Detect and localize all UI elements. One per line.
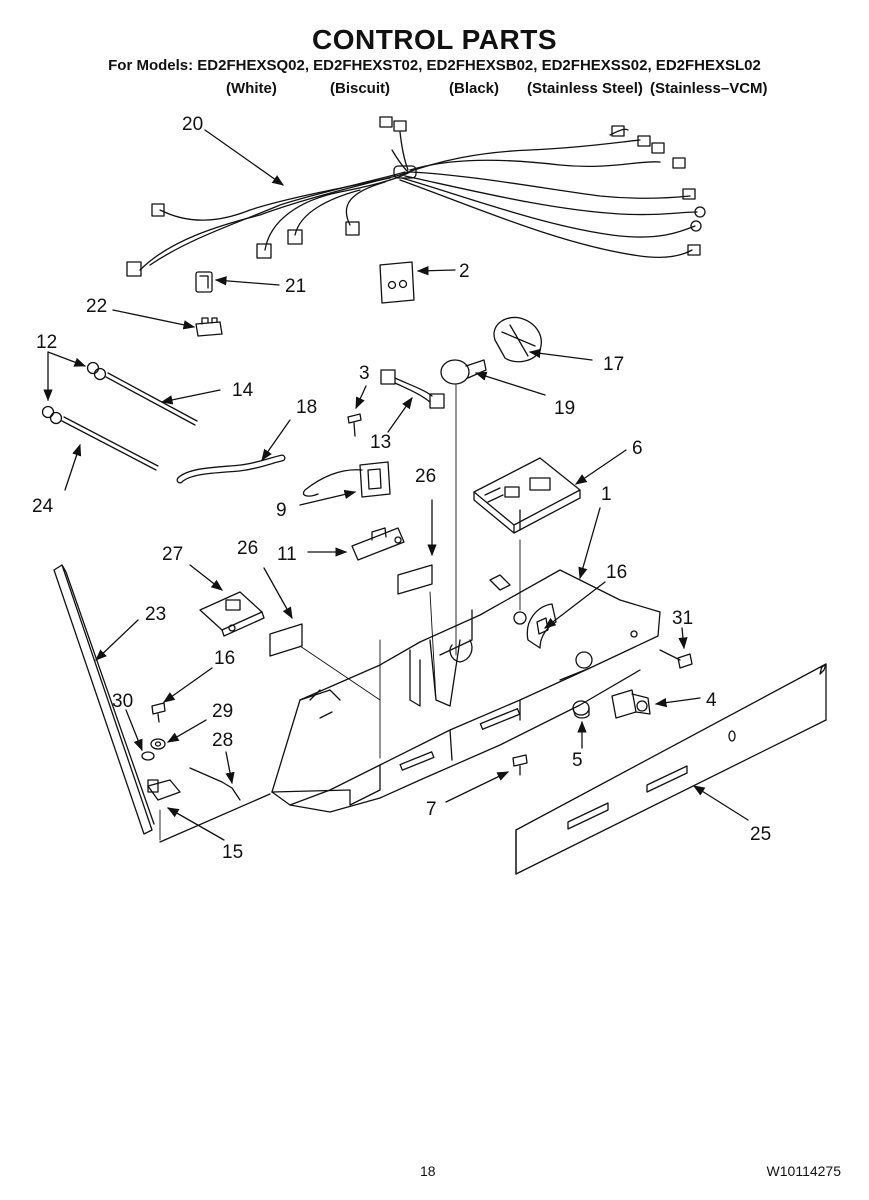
callout-31: 31 bbox=[672, 608, 693, 629]
callout-7: 7 bbox=[426, 799, 437, 820]
finish-black: (Black) bbox=[449, 80, 500, 97]
finish-list: (White) (Biscuit) (Black) (Stainless Ste… bbox=[0, 80, 869, 98]
page-title: CONTROL PARTS bbox=[311, 24, 558, 55]
finish-white: (White) bbox=[226, 80, 277, 97]
callout-13: 13 bbox=[370, 432, 391, 453]
model-list: For Models: ED2FHEXSQ02, ED2FHEXST02, ED… bbox=[108, 57, 761, 74]
page-number: 18 bbox=[420, 1163, 436, 1179]
callout-19: 19 bbox=[554, 398, 575, 419]
callout-28: 28 bbox=[212, 730, 233, 751]
rollers-and-rods bbox=[41, 361, 198, 471]
leader-lines bbox=[159, 384, 521, 841]
light-bulb bbox=[440, 359, 487, 385]
callout-arrows bbox=[43, 129, 749, 841]
small-bracket bbox=[195, 317, 223, 337]
wire-clip bbox=[195, 271, 213, 293]
finish-biscuit: (Biscuit) bbox=[330, 80, 390, 97]
callout-20: 20 bbox=[182, 114, 203, 135]
label-sticker-right bbox=[397, 564, 433, 595]
screw-bottom bbox=[512, 754, 528, 776]
callout-15: 15 bbox=[222, 842, 243, 863]
label-sticker-left bbox=[269, 623, 303, 657]
callout-4: 4 bbox=[706, 690, 717, 711]
callout-21: 21 bbox=[285, 276, 306, 297]
screw bbox=[347, 413, 362, 437]
callout-5: 5 bbox=[572, 750, 583, 771]
mounting-bracket-with-screw bbox=[526, 603, 557, 649]
document-number: W10114275 bbox=[766, 1163, 841, 1179]
callout-23: 23 bbox=[145, 604, 166, 625]
callout-18: 18 bbox=[296, 397, 317, 418]
switch-bracket bbox=[351, 527, 405, 561]
control-knob bbox=[572, 700, 590, 719]
callout-3: 3 bbox=[359, 363, 370, 384]
callout-14: 14 bbox=[232, 380, 254, 401]
thermostat-bracket bbox=[199, 591, 265, 637]
finish-stainless-vcm: (Stainless–VCM) bbox=[650, 80, 768, 97]
callout-1: 1 bbox=[601, 484, 612, 505]
side-trim-strip bbox=[53, 564, 155, 835]
callout-2: 2 bbox=[459, 261, 470, 282]
callout-6: 6 bbox=[632, 438, 643, 459]
callout-24: 24 bbox=[32, 496, 54, 517]
callout-11: 11 bbox=[277, 544, 297, 565]
callout-16-left: 16 bbox=[214, 648, 235, 669]
control-board bbox=[473, 457, 581, 534]
gasket-plate bbox=[379, 261, 415, 304]
callout-26-left: 26 bbox=[237, 538, 258, 559]
callout-29: 29 bbox=[212, 701, 233, 722]
screw-right bbox=[659, 649, 693, 669]
callout-17: 17 bbox=[603, 354, 624, 375]
door-switch bbox=[611, 689, 651, 719]
callout-12: 12 bbox=[36, 332, 57, 353]
damper-switch bbox=[302, 461, 391, 498]
callout-27: 27 bbox=[162, 544, 183, 565]
callout-labels: 20 21 2 22 12 17 14 3 18 19 13 6 9 26 1 … bbox=[32, 114, 771, 863]
toe-grille bbox=[515, 663, 827, 875]
lamp-socket bbox=[493, 316, 542, 363]
callout-22: 22 bbox=[86, 296, 107, 317]
callout-25: 25 bbox=[750, 824, 771, 845]
wire-harness bbox=[126, 116, 706, 277]
callout-26-right: 26 bbox=[415, 466, 436, 487]
wire-connector bbox=[380, 369, 445, 409]
callout-16-right: 16 bbox=[606, 562, 627, 583]
callout-30: 30 bbox=[112, 691, 133, 712]
finish-stainless-steel: (Stainless Steel) bbox=[527, 80, 643, 97]
control-housing bbox=[271, 569, 661, 813]
callout-9: 9 bbox=[276, 500, 287, 521]
left-hardware bbox=[141, 702, 271, 843]
